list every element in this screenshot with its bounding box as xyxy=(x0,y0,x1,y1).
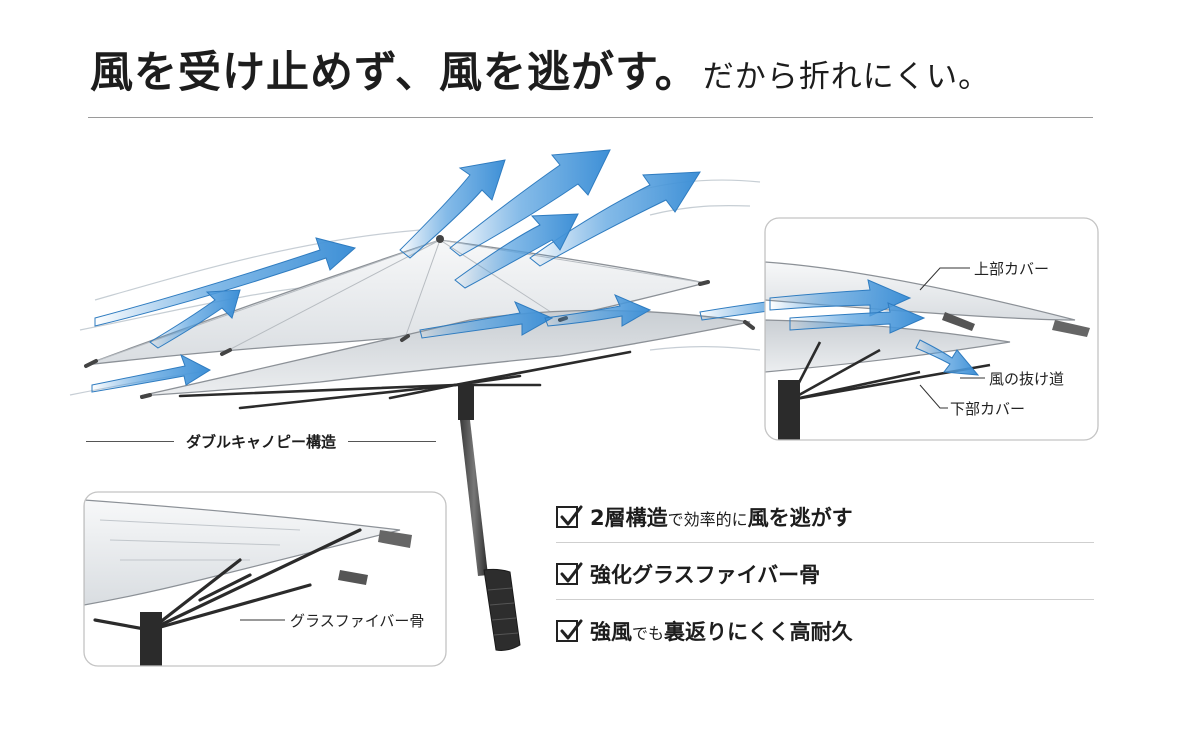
upper-cover-label: 上部カバー xyxy=(974,260,1050,278)
inset-detail-rib xyxy=(84,492,446,666)
feature-text: 強風でも裏返りにくく高耐久 xyxy=(590,616,853,646)
feature-list: 2層構造で効率的に風を逃がす強化グラスファイバー骨強風でも裏返りにくく高耐久 xyxy=(556,492,1094,662)
glass-fiber-rib-label: グラスファイバー骨 xyxy=(290,612,425,630)
umbrella-handle xyxy=(483,568,521,651)
wind-arrows xyxy=(91,149,842,393)
feature-item: 2層構造で効率的に風を逃がす xyxy=(556,492,1094,543)
checkbox-checked-icon xyxy=(556,562,583,585)
inset-detail-canopy xyxy=(765,218,1098,440)
upper-canopy xyxy=(84,239,706,366)
lower-cover-label: 下部カバー xyxy=(950,400,1026,418)
headline: 風を受け止めず、風を逃がす。だから折れにくい。 xyxy=(90,52,990,95)
feature-text-part: で効率的に xyxy=(667,510,748,529)
feature-text: 2層構造で効率的に風を逃がす xyxy=(590,502,853,532)
headline-sub: だから折れにくい。 xyxy=(702,59,991,95)
double-canopy-label: ダブルキャノピー構造 xyxy=(86,428,437,454)
wind-path-label: 風の抜け道 xyxy=(989,370,1065,388)
feature-text: 強化グラスファイバー骨 xyxy=(590,559,820,589)
feature-text-part: でも xyxy=(632,624,665,643)
feature-text-part: 強化グラスファイバー骨 xyxy=(590,563,821,587)
double-canopy-text: ダブルキャノピー構造 xyxy=(186,432,337,451)
feature-text-part: 風を逃がす xyxy=(747,506,853,530)
feature-text-part: 強風 xyxy=(590,620,632,644)
lower-canopy xyxy=(139,309,751,397)
feature-text-part: 裏返りにくく高耐久 xyxy=(664,620,853,644)
headline-divider xyxy=(88,117,1093,118)
checkbox-checked-icon xyxy=(556,619,583,642)
feature-item: 強化グラスファイバー骨 xyxy=(556,549,1094,600)
checkbox-checked-icon xyxy=(556,505,583,528)
headline-main: 風を受け止めず、風を逃がす。 xyxy=(90,48,699,98)
feature-text-part: 2層構造 xyxy=(590,506,668,530)
feature-item: 強風でも裏返りにくく高耐久 xyxy=(556,606,1094,656)
umbrella-shaft xyxy=(458,385,474,420)
